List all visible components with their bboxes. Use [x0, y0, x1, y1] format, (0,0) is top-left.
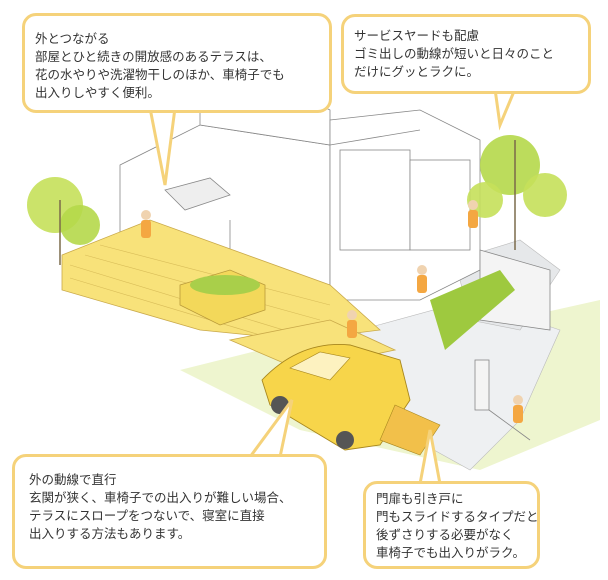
tree-right — [467, 135, 567, 250]
callout-line: 部屋とひと続きの開放感のあるテラスは、 — [35, 49, 272, 64]
callout-service-yard: サービスヤードも配慮 ゴミ出しの動線が短いと日々のこと だけにグッとラクに。 — [341, 14, 591, 94]
callout-line: 外とつながる — [35, 31, 110, 46]
callout-line: 門もスライドするタイプだと — [376, 509, 539, 524]
callout-terrace: 外とつながる 部屋とひと続きの開放感のあるテラスは、 花の水やりや洗濯物干しのほ… — [22, 13, 332, 113]
callout-line: 車椅子でも出入りがラク。 — [376, 545, 526, 560]
callout-line: 出入りしやすく便利。 — [35, 85, 160, 100]
tree-left — [27, 177, 100, 265]
callout-line: テラスにスロープをつないで、寝室に直接 — [29, 508, 265, 523]
callout-line: サービスヤードも配慮 — [354, 28, 480, 43]
callout-line: 外の動線で直行 — [29, 472, 117, 487]
callout-ramp: 外の動線で直行 玄関が狭く、車椅子での出入りが難しい場合、 テラスにスロープをつ… — [12, 454, 327, 569]
callout-line: 出入りする方法もあります。 — [29, 526, 191, 541]
callout-line: ゴミ出しの動線が短いと日々のこと — [354, 46, 555, 61]
callout-line: 玄関が狭く、車椅子での出入りが難しい場合、 — [29, 490, 292, 505]
callout-gate: 門扉も引き戸に 門もスライドするタイプだと 後ずさりする必要がなく 車椅子でも出… — [363, 481, 540, 569]
callout-line: だけにグッとラクに。 — [354, 64, 480, 79]
callout-tail — [493, 87, 518, 131]
callout-line: 門扉も引き戸に — [376, 491, 464, 506]
hedge — [430, 270, 515, 350]
bed-icon — [164, 177, 231, 211]
callout-line: 花の水やりや洗濯物干しのほか、車椅子でも — [35, 67, 285, 82]
people — [141, 200, 523, 423]
gate — [474, 359, 531, 441]
callout-line: 後ずさりする必要がなく — [376, 527, 514, 542]
